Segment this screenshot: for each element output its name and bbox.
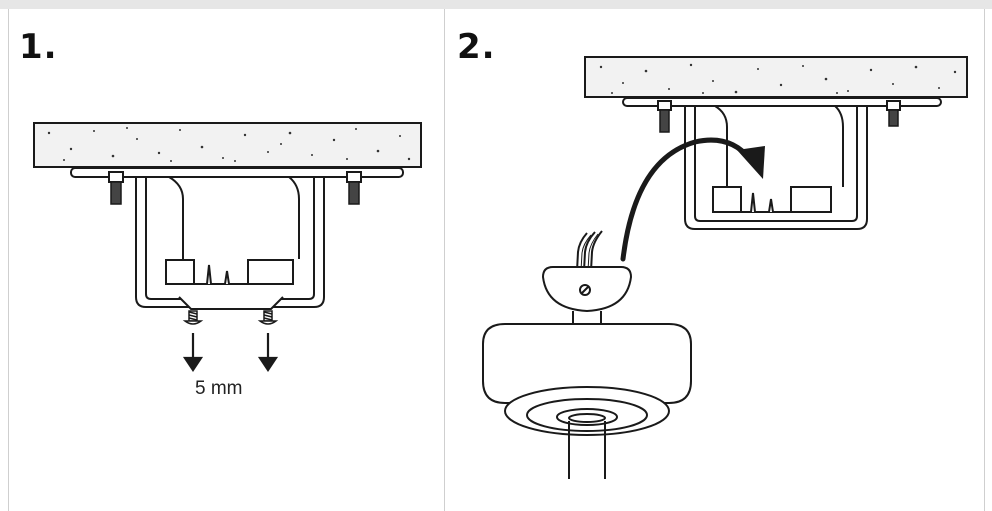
- arrow-down-icon: [257, 333, 279, 372]
- step-2-illustration: [482, 56, 968, 479]
- ceiling-bolt: [657, 100, 672, 133]
- mounting-bracket: [684, 105, 868, 230]
- step-1-illustration: [33, 122, 422, 372]
- bracket-base: [178, 296, 284, 310]
- step-1-panel: 1.: [8, 9, 445, 511]
- terminal-block: [712, 186, 832, 213]
- light-fixture: [482, 323, 692, 479]
- ceiling-texture: [599, 63, 957, 94]
- ceiling-slab: [584, 56, 968, 98]
- step-2-number: 2.: [457, 27, 496, 67]
- ceiling-bolt: [108, 171, 124, 205]
- ceiling-slab: [33, 122, 422, 168]
- arrow-down-icon: [182, 333, 204, 372]
- mounting-bracket: [135, 176, 325, 308]
- mounting-plate: [70, 167, 404, 178]
- ceiling-texture: [47, 127, 411, 162]
- fixture-wires: [576, 230, 603, 272]
- step-1-number: 1.: [19, 27, 58, 67]
- ceiling-bolt: [886, 100, 901, 127]
- screw-icon: [182, 310, 204, 325]
- fixture-canopy: [541, 266, 633, 324]
- top-bar: [0, 0, 992, 9]
- screw-icon: [257, 310, 279, 325]
- curved-arrow-icon: [620, 137, 765, 262]
- mounting-plate: [622, 97, 942, 107]
- ceiling-bolt: [346, 171, 362, 205]
- terminal-block: [165, 259, 294, 285]
- step-2-panel: 2.: [444, 9, 985, 511]
- measurement-label: 5 mm: [195, 378, 243, 399]
